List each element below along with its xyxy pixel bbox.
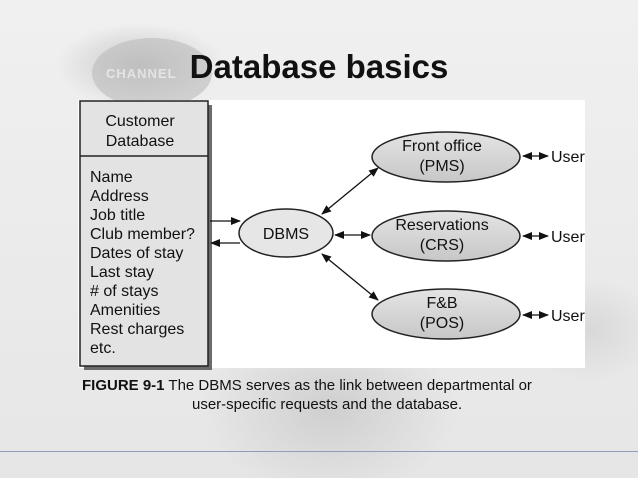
arrow-dbms-front-office xyxy=(321,167,379,215)
database-field: Job title xyxy=(90,207,145,224)
database-field: Address xyxy=(90,188,149,205)
database-field: Dates of stay xyxy=(90,245,183,262)
slide-title: Database basics xyxy=(189,48,449,85)
database-field: Last stay xyxy=(90,264,154,281)
database-header-line1: Customer xyxy=(105,113,175,130)
footer-divider xyxy=(0,451,638,452)
department-reservations: Reservations (CRS) User xyxy=(371,210,585,262)
database-field: # of stays xyxy=(90,283,158,300)
user-label: User xyxy=(551,149,585,166)
department-system: (CRS) xyxy=(420,237,464,254)
customer-database-box: Customer Database Name Address Job title… xyxy=(79,100,212,370)
background-sign: CHANNEL xyxy=(92,38,212,108)
department-fb: F&B (POS) User xyxy=(371,288,585,340)
dbms-label: DBMS xyxy=(263,226,309,243)
department-system: (PMS) xyxy=(419,158,464,175)
background-sign-text: CHANNEL xyxy=(106,66,177,81)
arrow-dbms-fb xyxy=(321,253,379,301)
database-field: Rest charges xyxy=(90,321,184,338)
figure-caption: FIGURE 9-1 The DBMS serves as the link b… xyxy=(82,376,622,414)
database-field: Club member? xyxy=(90,226,195,243)
database-field: etc. xyxy=(90,340,116,357)
caption-line1: The DBMS serves as the link between depa… xyxy=(168,377,532,394)
department-front-office: Front office (PMS) User xyxy=(371,131,585,183)
department-name: F&B xyxy=(426,295,457,312)
department-name: Front office xyxy=(402,138,482,155)
department-name: Reservations xyxy=(395,217,488,234)
caption-line2: user-specific requests and the database. xyxy=(192,396,463,413)
database-field: Name xyxy=(90,169,133,186)
user-label: User xyxy=(551,229,585,246)
database-field: Amenities xyxy=(90,302,160,319)
figure-label: FIGURE 9-1 xyxy=(82,377,165,394)
department-system: (POS) xyxy=(420,315,464,332)
user-label: User xyxy=(551,308,585,325)
dbms-node: DBMS xyxy=(238,208,334,258)
database-header-line2: Database xyxy=(106,133,175,150)
